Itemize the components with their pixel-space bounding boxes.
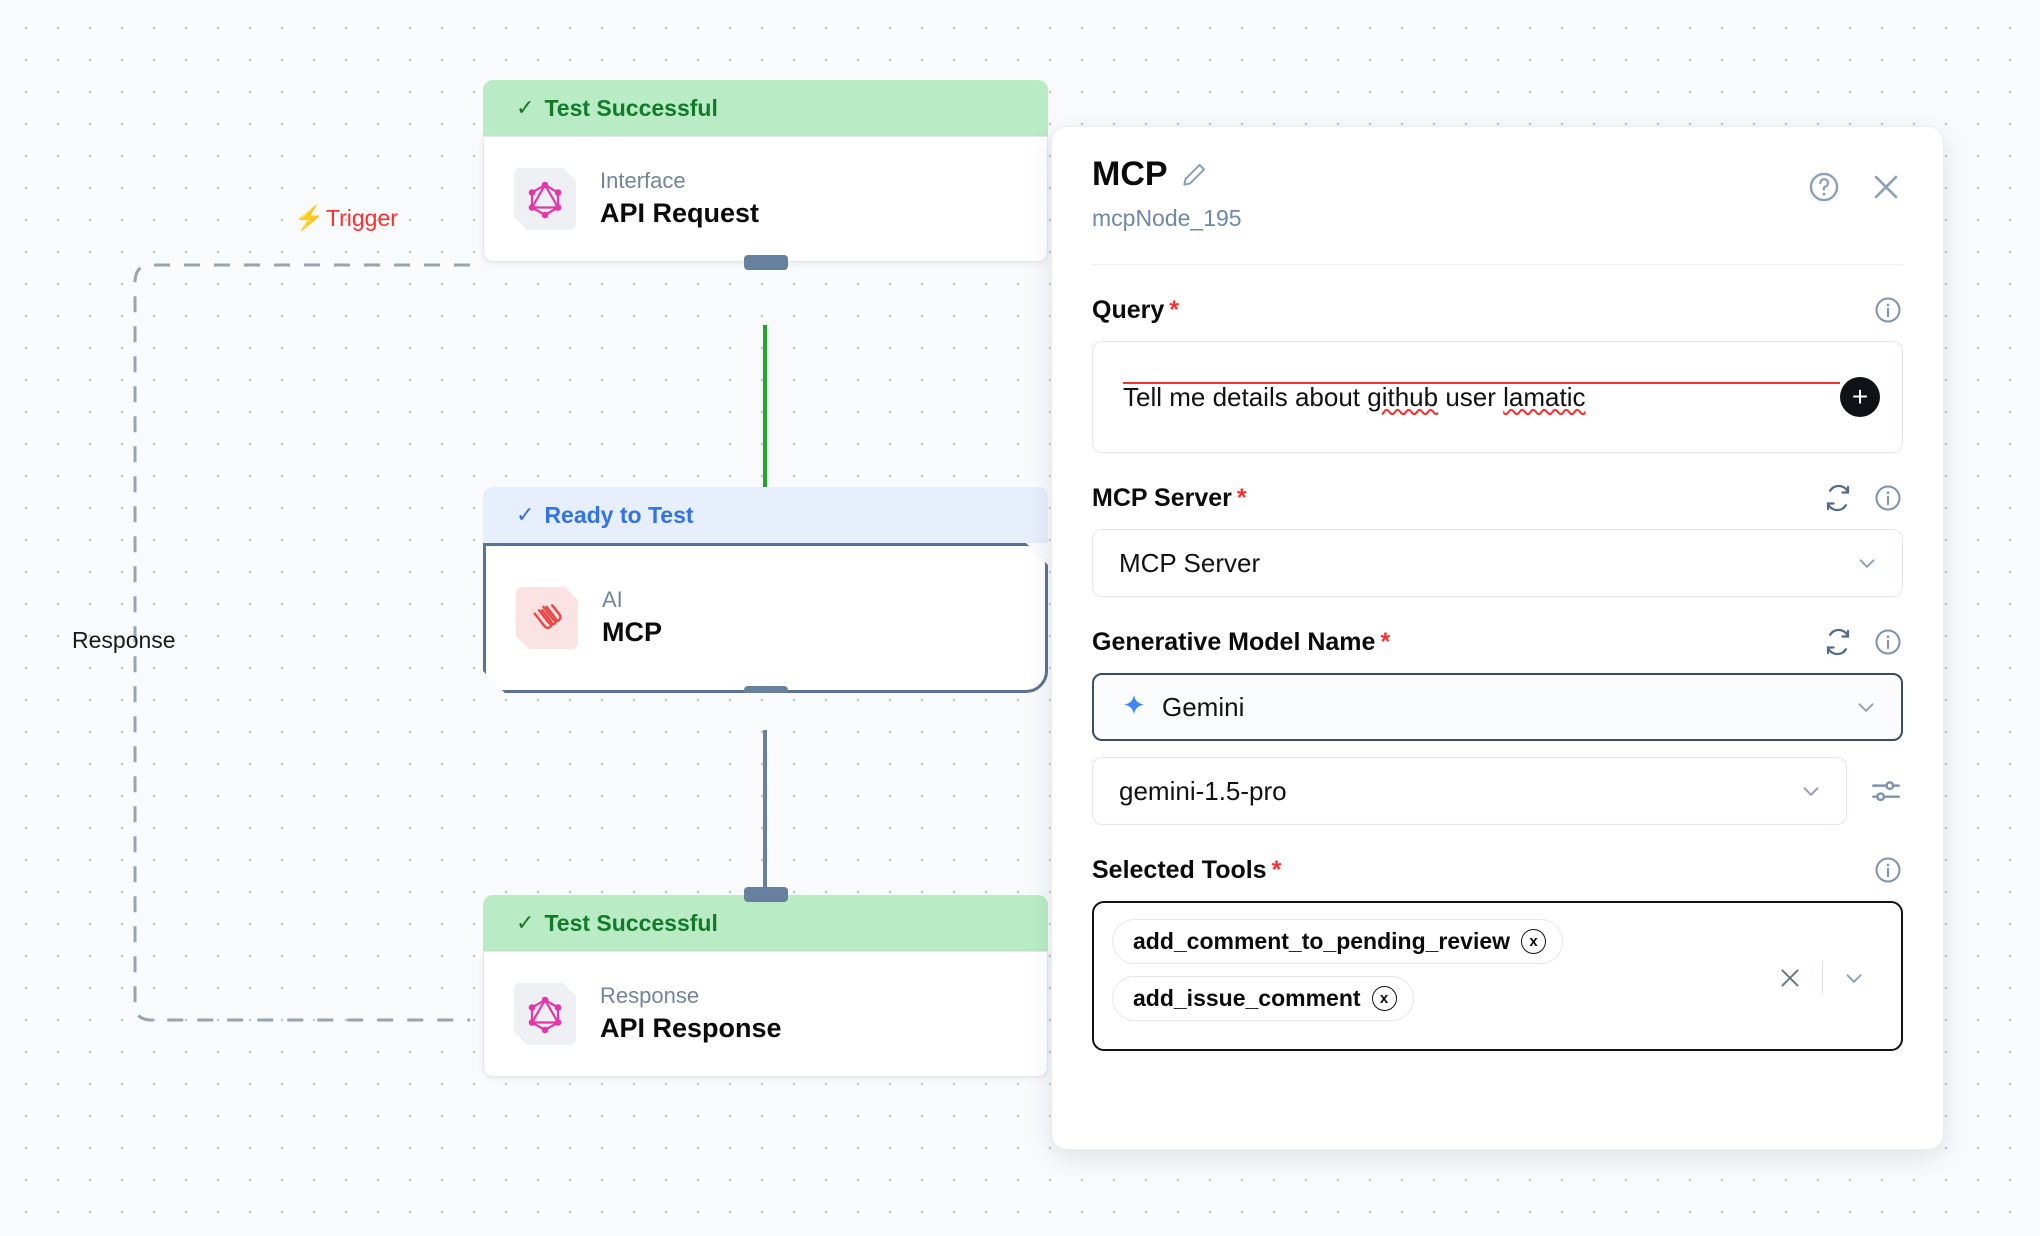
- field-query-label: Query: [1092, 295, 1165, 324]
- node-api-request[interactable]: ✓ Test Successful: [483, 80, 1048, 270]
- node-config-panel[interactable]: MCP mcpNode_195: [1051, 126, 1944, 1150]
- query-text-mid: user: [1438, 381, 1504, 412]
- circle-x-icon[interactable]: x: [1371, 986, 1397, 1011]
- node-body[interactable]: AI MCP: [483, 543, 1048, 693]
- info-icon[interactable]: [1873, 855, 1903, 885]
- check-icon: ✓: [516, 95, 535, 120]
- node-title-label: API Request: [600, 198, 760, 229]
- node-title-label: API Response: [600, 1013, 782, 1044]
- node-handle-bottom[interactable]: [743, 255, 788, 270]
- edge-label-trigger: ⚡ Trigger: [294, 205, 398, 232]
- chevron-down-icon[interactable]: [1854, 550, 1880, 576]
- query-text-word-github: github: [1367, 381, 1439, 412]
- paperclip-icon: [516, 587, 578, 649]
- node-status-text: Ready to Test: [544, 501, 694, 528]
- sliders-icon[interactable]: [1869, 774, 1903, 808]
- selected-tools-multiselect[interactable]: add_comment_to_pending_review x add_issu…: [1092, 901, 1903, 1051]
- required-marker: *: [1169, 295, 1179, 324]
- bolt-icon: ⚡: [294, 204, 324, 232]
- help-circle-icon[interactable]: [1807, 170, 1841, 204]
- tools-separator: [1822, 961, 1823, 995]
- info-icon[interactable]: [1873, 483, 1903, 513]
- field-generative-model: Generative Model Name*: [1092, 627, 1903, 825]
- node-kind-label: Response: [600, 982, 700, 1008]
- model-name-select[interactable]: gemini-1.5-pro: [1092, 757, 1847, 825]
- node-status-badge: ✓ Ready to Test: [483, 487, 1048, 543]
- node-mcp[interactable]: ✓ Ready to Test AI MCP: [483, 487, 1048, 693]
- mcp-server-select-value: MCP Server: [1119, 547, 1261, 578]
- node-status-badge: ✓ Test Successful: [483, 80, 1048, 136]
- chevron-down-icon[interactable]: [1853, 694, 1879, 720]
- edge-label-trigger-text: Trigger: [325, 205, 398, 231]
- field-selected-tools: Selected Tools* add_comment_to_pen: [1092, 855, 1903, 1051]
- field-mcp-server-label: MCP Server: [1092, 483, 1232, 512]
- gemini-sparkle-icon: [1120, 693, 1148, 721]
- node-api-response[interactable]: ✓ Test Successful: [483, 887, 1048, 1077]
- info-icon[interactable]: [1873, 627, 1903, 657]
- field-mcp-server: MCP Server*: [1092, 483, 1903, 597]
- node-kind-label: Interface: [600, 167, 686, 193]
- field-selected-tools-label: Selected Tools: [1092, 855, 1267, 884]
- query-input-value[interactable]: Tell me details about github user lamati…: [1123, 381, 1840, 413]
- clear-x-icon[interactable]: [1758, 964, 1822, 992]
- node-kind-label: AI: [602, 586, 623, 612]
- tool-chip[interactable]: add_issue_comment x: [1112, 976, 1414, 1021]
- node-status-text: Test Successful: [544, 94, 718, 121]
- node-body[interactable]: Interface API Request: [483, 136, 1048, 270]
- query-input[interactable]: Tell me details about github user lamati…: [1092, 341, 1903, 453]
- tool-chip-label: add_comment_to_pending_review: [1133, 928, 1511, 954]
- node-status-badge: ✓ Test Successful: [483, 895, 1048, 951]
- query-text-prefix: Tell me details about: [1123, 381, 1368, 412]
- node-handle-bottom[interactable]: [744, 686, 788, 701]
- query-text-word-lamatic: lamatic: [1503, 381, 1586, 412]
- check-icon: ✓: [516, 910, 535, 935]
- mcp-server-select[interactable]: MCP Server: [1092, 529, 1903, 597]
- page-title: MCP: [1092, 155, 1168, 193]
- chevron-down-icon[interactable]: [1798, 778, 1824, 804]
- node-handle-top[interactable]: [743, 887, 788, 902]
- required-marker: *: [1380, 627, 1391, 656]
- required-marker: *: [1271, 855, 1282, 884]
- circle-x-icon[interactable]: x: [1521, 929, 1547, 954]
- required-marker: *: [1236, 483, 1247, 512]
- info-icon[interactable]: [1873, 295, 1903, 325]
- check-icon: ✓: [516, 502, 535, 527]
- refresh-icon[interactable]: [1823, 627, 1853, 657]
- model-provider-value: Gemini: [1162, 691, 1245, 722]
- node-title-label: MCP: [602, 617, 662, 648]
- tool-chip[interactable]: add_comment_to_pending_review x: [1112, 919, 1564, 964]
- edge-label-response-text: Response: [72, 627, 176, 653]
- field-generative-model-label: Generative Model Name: [1092, 627, 1376, 656]
- add-variable-button[interactable]: +: [1840, 377, 1880, 417]
- model-name-value: gemini-1.5-pro: [1119, 775, 1287, 806]
- node-body[interactable]: Response API Response: [483, 887, 1048, 1077]
- panel-divider: [1092, 264, 1903, 265]
- chevron-down-icon[interactable]: [1823, 965, 1883, 991]
- node-status-text: Test Successful: [544, 909, 718, 936]
- refresh-icon[interactable]: [1823, 483, 1853, 513]
- node-id-label: mcpNode_195: [1092, 205, 1242, 231]
- panel-header: MCP mcpNode_195: [1092, 157, 1903, 232]
- field-query: Query* Tell me details about github user…: [1092, 295, 1903, 453]
- graphql-icon: [514, 168, 576, 230]
- model-provider-select[interactable]: Gemini: [1092, 673, 1903, 741]
- close-icon[interactable]: [1869, 170, 1903, 204]
- pencil-icon[interactable]: [1181, 161, 1208, 188]
- edge-label-response: Response: [72, 627, 176, 654]
- tool-chip-label: add_issue_comment: [1133, 985, 1361, 1011]
- graphql-icon: [514, 983, 576, 1045]
